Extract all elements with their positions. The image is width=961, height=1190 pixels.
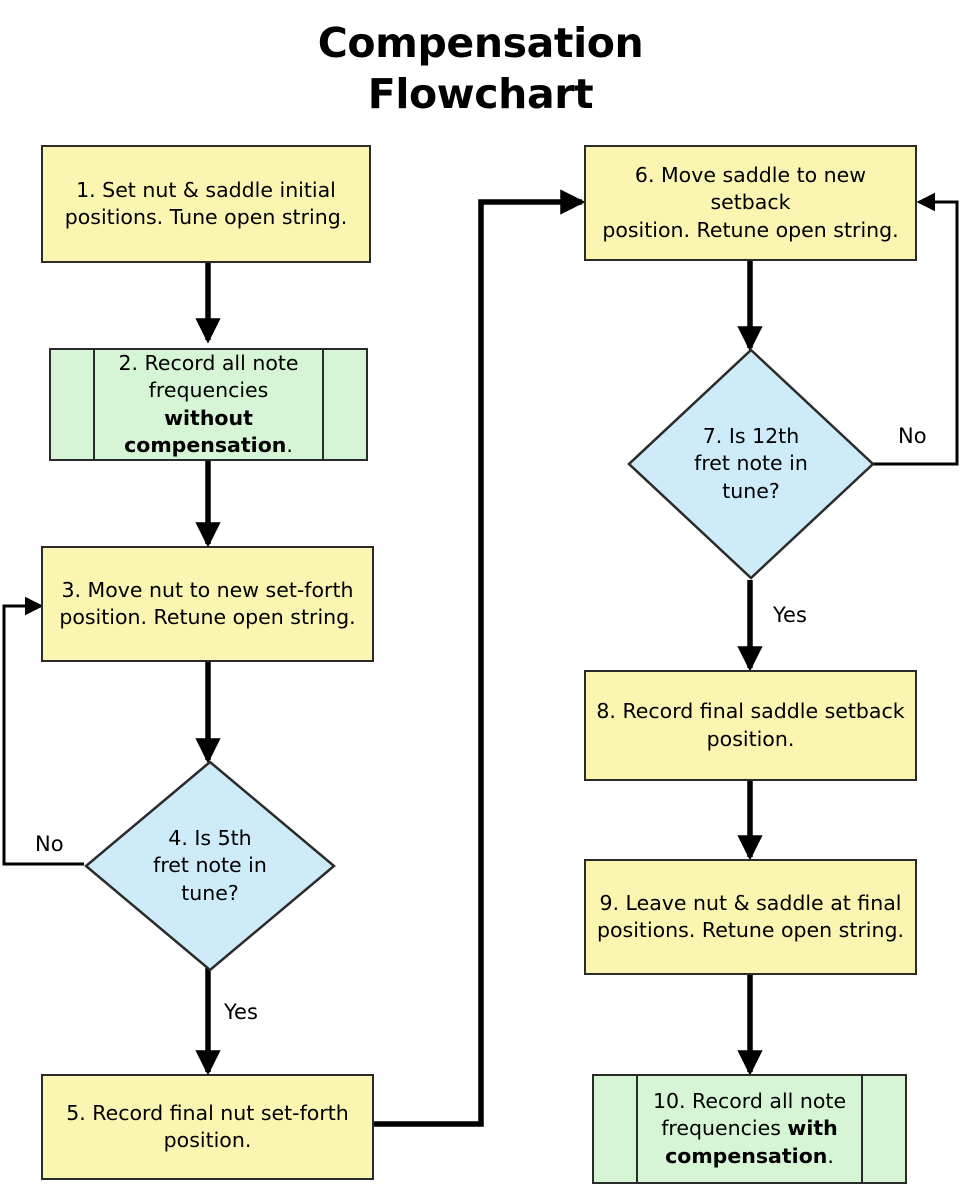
page-title: Compensation Flowchart <box>0 18 961 121</box>
node-1-line1: 1. Set nut & saddle initial <box>76 177 336 202</box>
node-9-line2: positions. Retune open string. <box>596 918 905 942</box>
node-3-move-nut[interactable]: 3. Move nut to new set-forth position. R… <box>41 546 374 662</box>
node-6-line1: 6. Move saddle to new setback <box>634 163 867 215</box>
edge-label-yes-right: Yes <box>773 603 807 627</box>
node-2-text-area: 2. Record all note frequencies without c… <box>93 350 324 459</box>
node-2-bold: without compensation <box>124 405 287 457</box>
edge-label-no-right: No <box>898 424 927 448</box>
node-2-post: . <box>286 432 293 457</box>
node-1-set-initial-positions[interactable]: 1. Set nut & saddle initial positions. T… <box>41 145 371 263</box>
node-8-line2: position. <box>706 726 795 751</box>
node-10-right-bar <box>863 1076 905 1182</box>
node-2-right-bar <box>324 350 366 459</box>
node-1-text: 1. Set nut & saddle initial positions. T… <box>65 177 347 231</box>
node-10-text: 10. Record all note frequencies with com… <box>638 1088 861 1169</box>
node-8-record-final-saddle[interactable]: 8. Record final saddle setback position. <box>584 670 917 781</box>
node-6-text: 6. Move saddle to new setback position. … <box>596 162 905 243</box>
node-5-line2: position. <box>163 1128 252 1152</box>
node-8-line1: 8. Record final saddle setback <box>596 699 905 724</box>
node-6-move-saddle[interactable]: 6. Move saddle to new setback position. … <box>584 145 917 261</box>
edge-label-yes-left: Yes <box>224 1000 258 1024</box>
decision-4-shape <box>84 760 336 972</box>
node-3-line1: 3. Move nut to new set-forth <box>61 577 354 602</box>
node-10-pre: 10. Record all note frequencies <box>652 1089 847 1141</box>
node-5-record-final-nut[interactable]: 5. Record final nut set-forth position. <box>41 1074 374 1180</box>
node-2-text: 2. Record all note frequencies without c… <box>95 350 322 458</box>
page-title-line2: Flowchart <box>367 70 594 119</box>
edge-label-no-left: No <box>35 832 64 856</box>
node-2-pre: 2. Record all note frequencies <box>118 351 299 403</box>
node-5-text: 5. Record final nut set-forth position. <box>66 1100 349 1154</box>
node-9-line1: 9. Leave nut & saddle at final <box>599 890 902 915</box>
node-5-line1: 5. Record final nut set-forth <box>66 1100 349 1125</box>
node-2-left-bar <box>51 350 93 459</box>
decision-7-shape <box>627 348 875 580</box>
edge-7-no-to-6 <box>872 192 959 466</box>
edge-5-to-6 <box>374 189 586 1127</box>
node-10-left-bar <box>594 1076 636 1182</box>
node-1-line2: positions. Tune open string. <box>64 205 348 229</box>
node-10-record-with-compensation[interactable]: 10. Record all note frequencies with com… <box>592 1074 907 1184</box>
node-10-wrap: 10. Record all note frequencies with com… <box>594 1076 905 1182</box>
node-10-post: . <box>827 1143 834 1168</box>
node-8-text: 8. Record final saddle setback position. <box>596 698 904 752</box>
node-3-text: 3. Move nut to new set-forth position. R… <box>59 577 355 631</box>
node-3-line2: position. Retune open string. <box>59 605 356 629</box>
node-6-line2: position. Retune open string. <box>602 217 899 242</box>
node-2-record-without-compensation[interactable]: 2. Record all note frequencies without c… <box>49 348 368 461</box>
node-2-wrap: 2. Record all note frequencies without c… <box>51 350 366 459</box>
node-9-leave-at-final-positions[interactable]: 9. Leave nut & saddle at final positions… <box>584 859 917 975</box>
node-9-text: 9. Leave nut & saddle at final positions… <box>597 890 904 944</box>
node-10-text-area: 10. Record all note frequencies with com… <box>636 1076 863 1182</box>
node-10-bold: with compensation <box>665 1116 838 1168</box>
page-title-line1: Compensation <box>317 19 644 67</box>
edge-4-no-to-3 <box>2 596 84 866</box>
